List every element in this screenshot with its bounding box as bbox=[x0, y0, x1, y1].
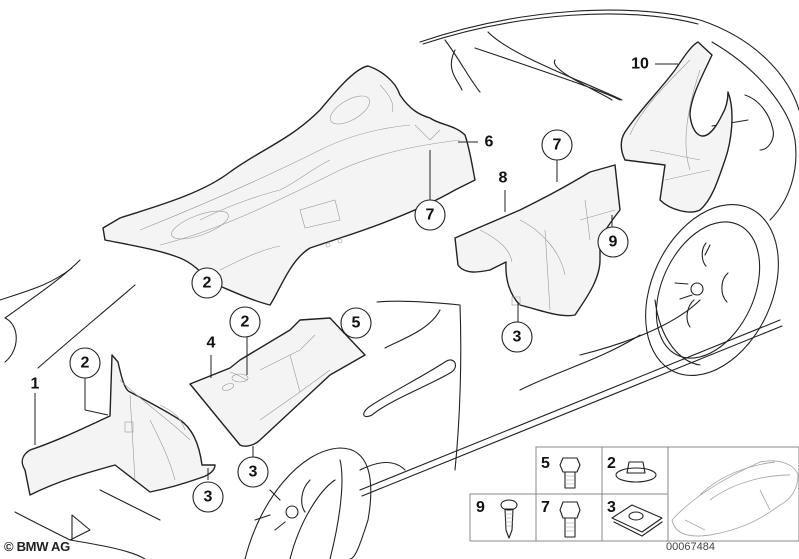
callout-2-tunnel[interactable]: 2 bbox=[229, 306, 261, 338]
callout-7-floor[interactable]: 7 bbox=[414, 199, 446, 231]
car-body-outline bbox=[0, 9, 799, 559]
svg-text:9: 9 bbox=[476, 499, 485, 516]
legend-item-2[interactable]: 2 bbox=[607, 455, 657, 483]
svg-text:2: 2 bbox=[241, 314, 250, 331]
callout-4[interactable]: 4 bbox=[207, 335, 216, 352]
callout-5[interactable]: 5 bbox=[340, 307, 372, 339]
svg-text:1: 1 bbox=[31, 376, 40, 393]
callout-10[interactable]: 10 bbox=[631, 56, 649, 73]
plastic-nut-icon bbox=[615, 461, 657, 483]
legend-item-5[interactable]: 5 bbox=[541, 455, 581, 489]
part-10-wheel-arch-shield[interactable] bbox=[620, 41, 733, 213]
leader-lines bbox=[34, 63, 678, 480]
svg-text:8: 8 bbox=[499, 170, 508, 187]
legend-item-9[interactable]: 9 bbox=[476, 499, 518, 539]
svg-text:7: 7 bbox=[553, 137, 562, 154]
part-1-wheel-housing-shield[interactable] bbox=[21, 354, 216, 496]
svg-text:10: 10 bbox=[631, 56, 649, 73]
hex-bolt-icon bbox=[559, 457, 581, 489]
svg-text:2: 2 bbox=[607, 455, 616, 472]
svg-text:3: 3 bbox=[249, 464, 258, 481]
svg-text:2: 2 bbox=[81, 355, 90, 372]
spring-nut-icon bbox=[611, 504, 663, 537]
svg-text:2: 2 bbox=[203, 275, 212, 292]
part-4-tunnel-panel[interactable] bbox=[189, 317, 366, 447]
callout-6[interactable]: 6 bbox=[485, 134, 494, 151]
legend-item-3[interactable]: 3 bbox=[607, 499, 663, 537]
callout-3-front[interactable]: 3 bbox=[192, 481, 224, 513]
svg-text:9: 9 bbox=[609, 234, 618, 251]
svg-text:5: 5 bbox=[541, 455, 550, 472]
svg-text:6: 6 bbox=[485, 134, 494, 151]
callout-9[interactable]: 9 bbox=[597, 226, 629, 258]
callout-2-front[interactable]: 2 bbox=[69, 347, 101, 379]
copyright-label: © BMW AG bbox=[4, 539, 70, 554]
vehicle-thumbnail-icon bbox=[671, 460, 799, 537]
svg-text:3: 3 bbox=[607, 499, 616, 516]
svg-text:5: 5 bbox=[352, 315, 361, 332]
callout-1[interactable]: 1 bbox=[31, 376, 40, 393]
callout-3-tunnel[interactable]: 3 bbox=[237, 456, 269, 488]
callout-7-rear[interactable]: 7 bbox=[541, 129, 573, 161]
part-6-tunnel-heat-shield[interactable] bbox=[102, 65, 476, 306]
flange-bolt-icon bbox=[559, 501, 581, 538]
legend-item-7[interactable]: 7 bbox=[541, 499, 581, 538]
hardware-legend: 5 2 9 7 bbox=[469, 446, 799, 542]
callout-3-rear[interactable]: 3 bbox=[501, 321, 533, 353]
svg-text:7: 7 bbox=[426, 207, 435, 224]
callout-2-floor[interactable]: 2 bbox=[191, 267, 223, 299]
tapping-screw-icon bbox=[500, 499, 518, 539]
svg-text:3: 3 bbox=[513, 329, 522, 346]
document-number: 00067484 bbox=[666, 541, 715, 553]
svg-text:7: 7 bbox=[541, 499, 550, 516]
svg-text:4: 4 bbox=[207, 335, 216, 352]
part-8-floor-panel[interactable] bbox=[454, 164, 621, 317]
svg-text:3: 3 bbox=[204, 489, 213, 506]
callout-8[interactable]: 8 bbox=[499, 170, 508, 187]
